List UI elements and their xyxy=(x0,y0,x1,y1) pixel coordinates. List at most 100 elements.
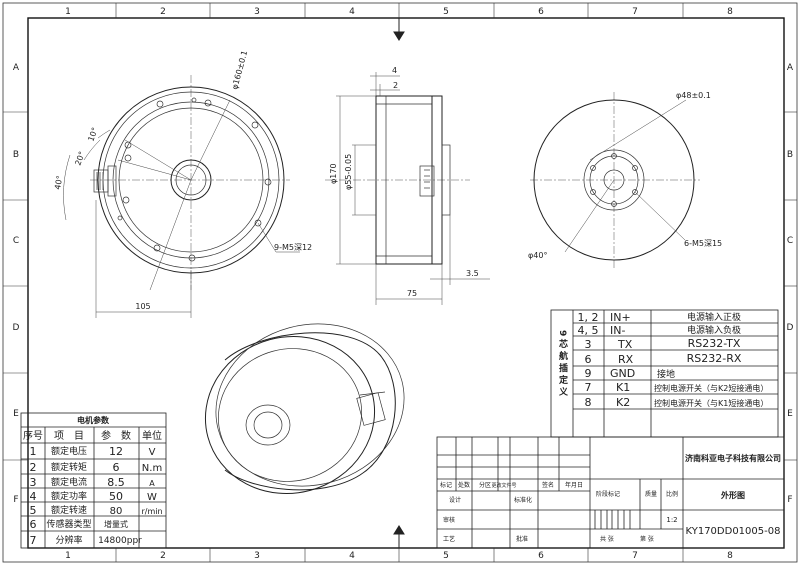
col-label: 2 xyxy=(160,551,166,561)
std-label: 标准化 xyxy=(514,496,532,504)
sheets-label: 共 张 xyxy=(600,535,614,543)
row-label: C xyxy=(787,236,793,246)
row-label: C xyxy=(13,236,19,246)
pin-desc: 电源输入负极 xyxy=(687,324,741,336)
row-label: B xyxy=(787,150,793,160)
dim-label: 75 xyxy=(407,289,417,298)
param-no: 4 xyxy=(30,490,37,503)
company-name: 济南科亚电子科技有限公司 xyxy=(685,453,781,463)
row-label: E xyxy=(13,409,19,419)
approve-label: 批准 xyxy=(516,535,528,543)
param-item: 额定电压 xyxy=(51,445,87,457)
inner-border xyxy=(27,17,785,549)
rev-label: 处数 xyxy=(458,481,470,489)
param-value: 增量式 xyxy=(104,519,128,529)
param-item: 额定转速 xyxy=(51,504,87,516)
rev-label: 签名 xyxy=(542,481,554,489)
dim-label: φ160±0.1 xyxy=(230,50,249,91)
title-block: 标记 处数 分区 更改文件号 签名 年月日 设计 审核 工艺 标准化 批准 阶段… xyxy=(436,436,785,549)
param-table: 电机参数 序号 项 目 参 数 单位 1 2 3 4 5 6 7 额定电压 额定… xyxy=(20,412,167,549)
pin-signal: GND xyxy=(610,367,635,380)
dim-label: 9-M5深12 xyxy=(274,243,312,252)
col-label: 3 xyxy=(254,551,260,561)
row-label: A xyxy=(13,63,20,73)
param-no: 2 xyxy=(30,461,37,474)
param-value: 14800ppr xyxy=(98,536,142,546)
pin-number: 4, 5 xyxy=(578,324,599,337)
row-label: D xyxy=(787,323,794,333)
pin-signal: K1 xyxy=(616,381,630,394)
param-unit: r/min xyxy=(141,507,162,516)
col-label: 2 xyxy=(160,7,166,17)
drawing-number: KY170DD01005-08 xyxy=(686,526,781,537)
pin-desc: RS232-RX xyxy=(687,352,742,365)
param-item: 分辨率 xyxy=(55,534,82,546)
col-label: 5 xyxy=(443,551,449,561)
col-label: 4 xyxy=(349,551,355,561)
dim-label: 2 xyxy=(393,81,398,90)
param-unit: V xyxy=(149,447,156,458)
isometric-view xyxy=(204,323,405,494)
pin-desc: 控制电源开关（与K1短接通电） xyxy=(654,398,768,408)
scale-value: 1:2 xyxy=(666,516,677,524)
param-no: 3 xyxy=(30,476,37,489)
col-label: 6 xyxy=(538,551,544,561)
pin-table: 9芯航插定义 1, 2 4, 5 3 6 9 7 8 IN+ IN- TX RX… xyxy=(550,309,779,438)
param-value: 6 xyxy=(113,461,120,474)
param-item: 额定电流 xyxy=(51,476,87,488)
stage-label: 阶段标记 xyxy=(596,490,620,498)
pin-number: 9 xyxy=(585,367,592,380)
param-no: 6 xyxy=(30,518,37,531)
row-label: D xyxy=(13,323,20,333)
sheet-label: 第 张 xyxy=(640,535,654,543)
col-label: 7 xyxy=(632,551,638,561)
pin-desc: 控制电源开关（与K2短接通电） xyxy=(654,383,768,393)
param-table-title: 电机参数 xyxy=(77,415,110,425)
dim-label: 6-M5深15 xyxy=(684,239,722,248)
param-no: 7 xyxy=(30,534,37,547)
pin-signal: IN- xyxy=(610,324,625,337)
col-label: 8 xyxy=(727,7,733,17)
col-label: 1 xyxy=(65,551,71,561)
pin-number: 3 xyxy=(585,338,592,351)
zone-markers: 1 2 3 4 5 6 7 8 1 2 3 4 5 6 7 8 A B C D … xyxy=(13,7,794,561)
front-view: φ160±0.1 10° 20° 40° 9-M5深12 105 xyxy=(53,50,312,318)
pin-signal: K2 xyxy=(616,396,630,409)
role-label: 审核 xyxy=(443,516,455,524)
row-label: A xyxy=(787,63,794,73)
pin-desc: 电源输入正极 xyxy=(687,311,741,323)
pin-number: 8 xyxy=(585,396,592,409)
col-label: 4 xyxy=(349,7,355,17)
col-label: 5 xyxy=(443,7,449,17)
pin-signal: IN+ xyxy=(610,311,631,324)
dim-label: φ55-0.05 xyxy=(344,154,353,190)
zone-ticks xyxy=(3,3,797,562)
param-header: 参 数 xyxy=(101,429,131,442)
role-label: 工艺 xyxy=(443,535,455,543)
connector xyxy=(93,165,117,197)
pin-desc: RS232-TX xyxy=(688,337,741,350)
dim-label: φ48±0.1 xyxy=(676,91,711,100)
col-label: 3 xyxy=(254,7,260,17)
param-unit: A xyxy=(149,479,155,488)
col-label: 7 xyxy=(632,7,638,17)
row-label: F xyxy=(787,495,792,505)
dim-label: φ170 xyxy=(329,163,338,184)
row-label: E xyxy=(787,409,793,419)
pin-signal: RX xyxy=(618,353,634,366)
param-value: 12 xyxy=(109,445,123,458)
mounting-holes xyxy=(117,97,272,262)
param-unit: N.m xyxy=(142,463,162,474)
param-item: 额定功率 xyxy=(51,490,87,502)
pin-table-side-label: 9芯航插定义 xyxy=(557,330,569,399)
rev-label: 年月日 xyxy=(565,481,583,489)
col-label: 1 xyxy=(65,7,71,17)
param-header: 单位 xyxy=(142,429,162,442)
dim-label: φ40° xyxy=(528,251,547,260)
param-value: 8.5 xyxy=(107,476,125,489)
row-label: F xyxy=(13,495,18,505)
param-no: 1 xyxy=(30,445,37,458)
param-unit: W xyxy=(147,492,157,503)
